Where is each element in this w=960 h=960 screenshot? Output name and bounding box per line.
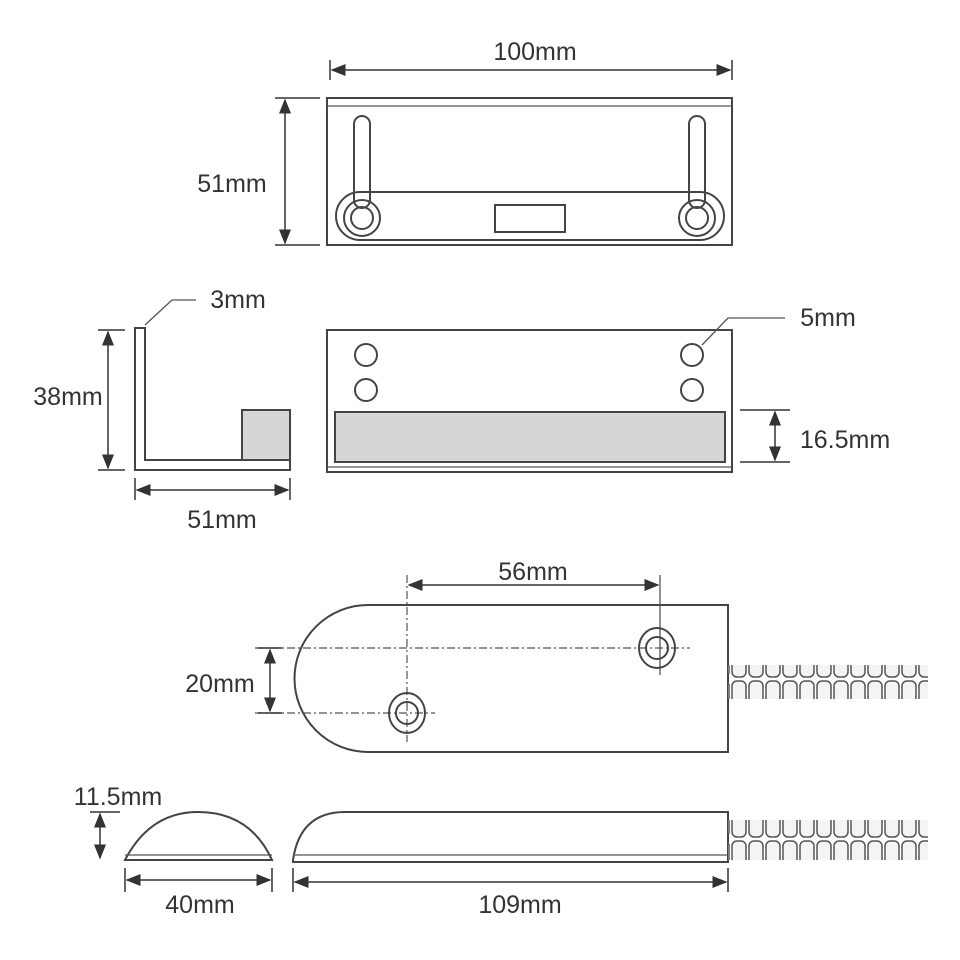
- profile-length-label: 109mm: [478, 891, 561, 919]
- front-view: 5mm 16.5mm: [326, 304, 890, 473]
- top-view: 100mm 51mm: [197, 38, 733, 246]
- plan-view: 56mm 20mm: [185, 558, 928, 753]
- bracket-depth-label: 51mm: [187, 506, 256, 534]
- side-view: 3mm 38mm 51mm: [33, 286, 291, 534]
- thickness-dimension-label: 3mm: [210, 286, 266, 314]
- height-dimension-label: 51mm: [197, 170, 266, 198]
- width-dimension-label: 100mm: [493, 38, 576, 66]
- profile-height-label: 11.5mm: [74, 783, 162, 811]
- hole-spacing-label: 56mm: [498, 558, 567, 586]
- hole-diameter-label: 5mm: [800, 304, 856, 332]
- profile-width-label: 40mm: [165, 891, 234, 919]
- hole-offset-label: 20mm: [185, 670, 254, 698]
- cable-icon: [728, 820, 928, 860]
- band-height-label: 16.5mm: [800, 426, 890, 454]
- profile-view: 11.5mm 40mm 109mm: [74, 783, 928, 919]
- bracket-height-label: 38mm: [33, 383, 102, 411]
- cable-icon: [728, 665, 928, 699]
